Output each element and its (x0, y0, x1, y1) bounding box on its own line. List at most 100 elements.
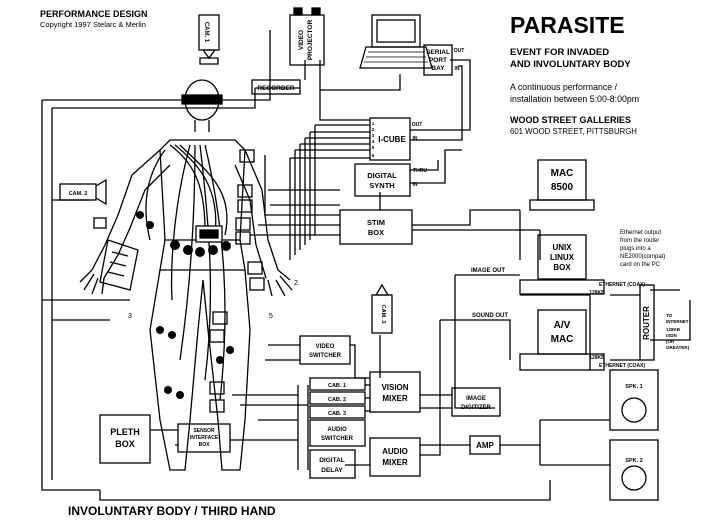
cam1-label: CAM. 1 (203, 22, 209, 43)
digital-synth-label-1: DIGITAL (367, 171, 397, 180)
cam2-device (59, 178, 107, 206)
av-mac-computer (519, 309, 605, 371)
sensor-interface-box (177, 423, 231, 453)
spk2-label: SPK. 2 (625, 458, 642, 464)
image-digitizer-box (451, 387, 501, 417)
wiring-lines (41, 30, 691, 501)
serial-out-label: OUT (454, 48, 465, 54)
stim-box-label-2: BOX (368, 228, 384, 237)
sensor-box-label-2: INTERFACE (190, 435, 219, 441)
vision-mixer-label-1: VISION (381, 383, 408, 392)
pleth-box-label-1: PLETH (110, 427, 140, 437)
digital-synth-box (354, 163, 411, 197)
isdn-label-2: ISDN (666, 333, 677, 338)
unix-label-1: UNIX (552, 243, 572, 252)
description-line-2: installation between 5:00-8:00pm (510, 94, 639, 104)
mac8500-label-2: 8500 (551, 182, 574, 193)
mark-3: 3 (128, 313, 132, 320)
sensor-box-label-3: BOX (199, 442, 211, 448)
ethernet-note-4: NE2000(compat) (620, 254, 665, 260)
isdn-label-1: 128KB (666, 327, 681, 332)
pleth-box (99, 414, 151, 464)
ethernet-note-5: card on the PC (620, 262, 661, 268)
spk1-label: SPK. 1 (625, 384, 642, 390)
speaker2 (609, 439, 659, 501)
av-mac-label-1: A/V (554, 320, 571, 331)
video-projector-label-2: PROJECTOR (307, 20, 314, 61)
icube-port-3: 3 (372, 133, 375, 138)
serial-port-bay-label-2: PORT (429, 57, 447, 64)
cab1-box (309, 377, 366, 391)
video-projector-device (289, 7, 325, 66)
cab2-label: CAB. 2 (328, 397, 346, 403)
venue-address: 601 WOOD STREET, PITTSBURGH (510, 127, 637, 136)
icube-in2-label: IN (413, 182, 418, 188)
subtitle-line-2: AND INVOLUNTARY BODY (510, 59, 631, 70)
cam1-device (198, 14, 220, 65)
icube-port-1: 1 (372, 121, 375, 126)
image-digitizer-label-1: IMAGE (466, 396, 486, 402)
audio-mixer-label-2: MIXER (382, 458, 408, 467)
venue-title: WOOD STREET GALLERIES (510, 115, 631, 125)
unix-linux-computer (519, 234, 605, 295)
pleth-box-label-2: BOX (115, 439, 135, 449)
cam3-device (371, 283, 393, 334)
vision-mixer-box (369, 371, 421, 413)
video-projector-label-1: VIDEO (298, 30, 305, 50)
digital-delay-label-1: DIGITAL (319, 457, 345, 464)
icube-thru-label: THRU (413, 168, 427, 174)
stim-box-label-1: STIM (367, 218, 385, 227)
laptop-device (359, 14, 433, 69)
icube-out-label: OUT (412, 122, 423, 128)
unix-label-2: LINUX (550, 253, 575, 262)
isdn-label-4: GREATER) (666, 345, 690, 350)
ethernet-note-1: Ethernet output (620, 230, 661, 236)
icube-port-2: 2 (372, 127, 375, 132)
image-digitizer-label-2: DIGITIZER (461, 405, 491, 411)
electrode-junction-boxes (93, 149, 265, 413)
ethernet-note-3: plugs into a (620, 246, 651, 252)
ethernet-coax-label-2: ETHERNET (COAX) (599, 363, 645, 369)
cab2-box (309, 391, 366, 405)
cab1-label: CAB. 1 (328, 383, 346, 389)
video-switcher-label-1: VIDEO (316, 344, 335, 350)
sensor-box-label-1: SENSOR (193, 428, 215, 434)
kb128-label-1: 128KB (589, 290, 605, 296)
digital-delay-label-2: DELAY (321, 467, 343, 474)
footer-title: INVOLUNTARY BODY / THIRD HAND (68, 504, 276, 518)
sound-out-label: SOUND OUT (472, 313, 508, 319)
performer-figure (79, 79, 293, 471)
router-label: ROUTER (642, 306, 651, 340)
recorder-label: RECORDER (257, 85, 295, 92)
cab3-label: CAB. 3 (328, 411, 346, 417)
serial-port-bay-box (423, 44, 453, 76)
mac8500-label-1: MAC (551, 168, 574, 179)
serial-port-bay-label-3: BAY (431, 65, 445, 72)
amp-box (469, 435, 501, 455)
amp-label: AMP (476, 441, 494, 450)
audio-mixer-box (369, 437, 421, 477)
icube-box (369, 117, 411, 161)
av-mac-label-2: MAC (551, 334, 574, 345)
header-left-copyright: Copyright 1997 Stelarc & Merlin (40, 20, 146, 29)
audio-switcher-label-2: SWITCHER (321, 436, 354, 442)
unix-label-3: BOX (553, 263, 571, 272)
stim-box (339, 209, 413, 245)
audio-mixer-label-1: AUDIO (382, 447, 408, 456)
cam2-label: CAM. 2 (69, 191, 88, 197)
isdn-label-3: (OR (666, 339, 675, 344)
serial-in-label: IN (455, 66, 460, 72)
mark-5: 5 (269, 313, 273, 320)
description-line-1: A continuous performance / (510, 82, 618, 92)
icube-port-5: 5 (372, 145, 375, 150)
serial-port-bay-label-1: SERIAL (426, 49, 450, 56)
image-out-label: IMAGE OUT (471, 268, 505, 274)
vision-mixer-label-2: MIXER (382, 394, 408, 403)
header-left-title: PERFORMANCE DESIGN (40, 9, 148, 19)
ethernet-coax-label-1: ETHERNET (COAX) (599, 282, 645, 288)
video-switcher-box (299, 335, 351, 365)
audio-switcher-label-1: AUDIO (327, 427, 347, 433)
to-internet-label-2: INTERNET (666, 319, 689, 324)
